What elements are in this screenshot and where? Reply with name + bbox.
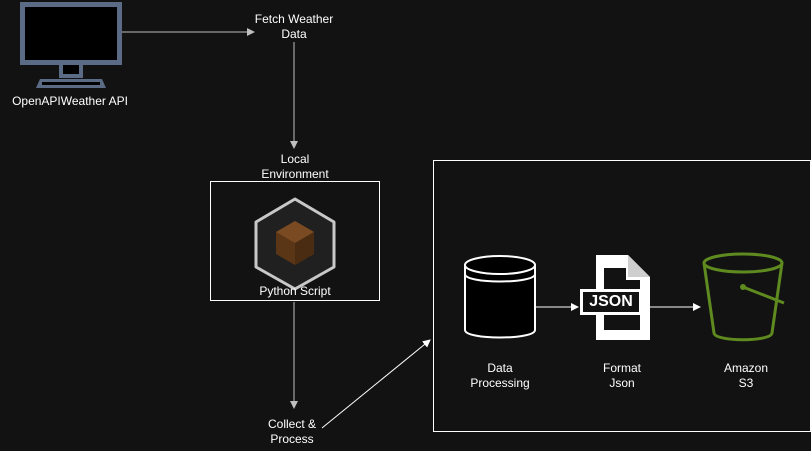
monitor-icon bbox=[20, 2, 122, 88]
local-line-2: Environment bbox=[261, 167, 329, 181]
local-environment-box bbox=[210, 181, 380, 301]
json-file-icon bbox=[580, 255, 650, 340]
collect-line-1: Collect & bbox=[267, 417, 317, 431]
local-line-1: Local bbox=[280, 152, 310, 166]
s3-line-2: S3 bbox=[738, 376, 754, 390]
fetch-weather-label: Fetch Weather Data bbox=[239, 12, 349, 42]
processing-line-2: Processing bbox=[470, 376, 530, 390]
processing-line-1: Data bbox=[487, 361, 513, 375]
data-processing-label: Data Processing bbox=[460, 361, 540, 391]
s3-bucket-icon bbox=[702, 252, 785, 342]
s3-line-1: Amazon bbox=[723, 361, 769, 375]
collect-process-label: Collect & Process bbox=[252, 417, 332, 447]
fetch-line-2: Data bbox=[281, 27, 307, 41]
api-label: OpenAPIWeather API bbox=[12, 94, 128, 108]
format-line-2: Json bbox=[609, 376, 635, 390]
format-json-label: Format Json bbox=[582, 361, 662, 391]
cube-icon bbox=[254, 197, 336, 291]
database-icon bbox=[464, 255, 536, 339]
json-badge-text: JSON bbox=[589, 293, 633, 310]
edge-collect-to-processing bbox=[321, 339, 431, 429]
collect-line-2: Process bbox=[270, 432, 314, 446]
amazon-s3-label: Amazon S3 bbox=[706, 361, 786, 391]
format-line-1: Format bbox=[602, 361, 641, 375]
local-environment-label: Local Environment bbox=[240, 152, 350, 182]
fetch-line-1: Fetch Weather bbox=[254, 12, 334, 26]
python-script-label: Python Script bbox=[259, 284, 331, 298]
